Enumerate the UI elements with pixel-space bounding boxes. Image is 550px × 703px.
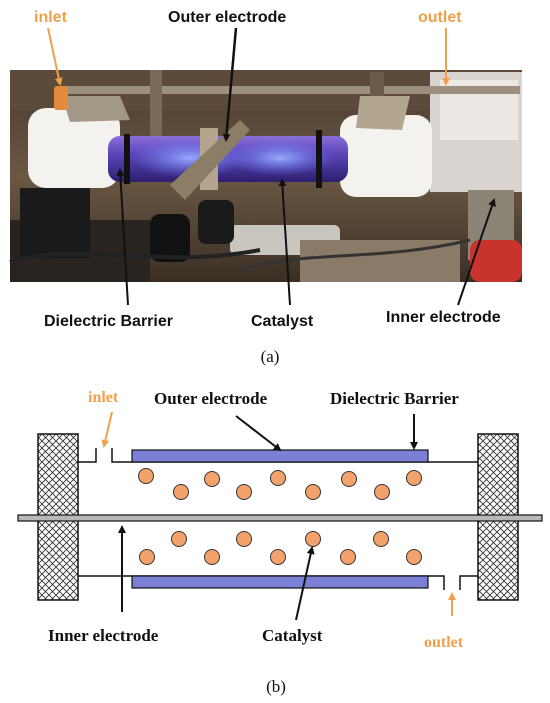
panel-a-outer-electrode-label: Outer electrode — [168, 9, 286, 26]
panel-b-arrows — [101, 411, 456, 621]
panel-a-arrows — [47, 27, 496, 306]
panel-b-outlet-label: outlet — [424, 634, 464, 651]
catalyst-particles — [138, 468, 422, 565]
panel-a-photo — [9, 70, 522, 282]
panel-b-outer-electrode-label: Outer electrode — [154, 389, 268, 408]
panel-a-catalyst-label: Catalyst — [251, 313, 314, 330]
panel-b-dielectric-barrier-label: Dielectric Barrier — [330, 389, 459, 408]
panel-a-outlet-label: outlet — [418, 9, 462, 26]
panel-b-caption: (b) — [266, 677, 286, 696]
panel-a-inlet-label: inlet — [34, 9, 68, 26]
panel-b-catalyst-label: Catalyst — [262, 626, 323, 645]
outer-electrode-bottom — [131, 575, 429, 589]
panel-b-inlet-label: inlet — [88, 389, 119, 406]
panel-b-inner-electrode-label: Inner electrode — [48, 626, 159, 645]
panel-a-inner-electrode-label: Inner electrode — [386, 309, 501, 326]
panel-a-dielectric-barrier-label: Dielectric Barrier — [44, 313, 173, 330]
panel-b-schematic — [17, 433, 543, 601]
outer-electrode-top — [131, 449, 429, 463]
inner-electrode-rod — [17, 514, 543, 522]
panel-a-caption: (a) — [261, 347, 280, 366]
